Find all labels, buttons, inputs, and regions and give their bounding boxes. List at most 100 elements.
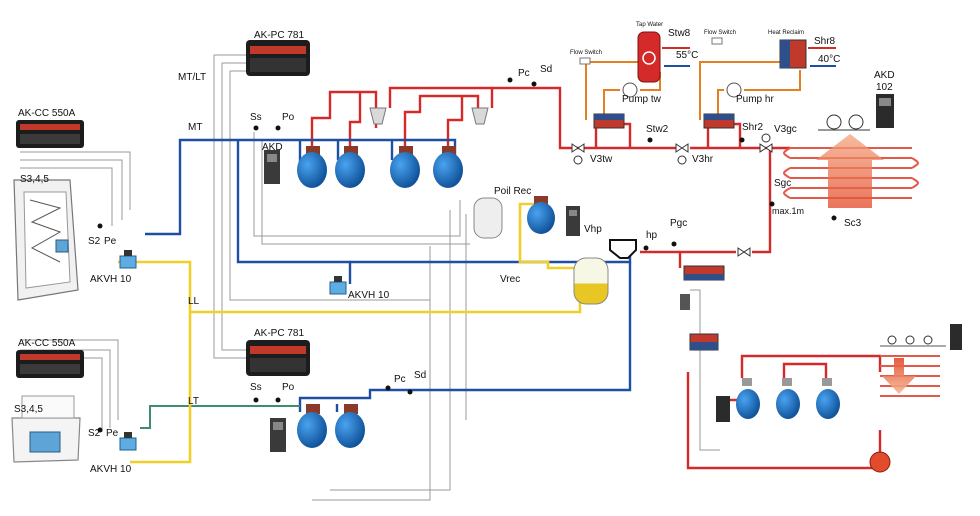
max-1m: max.1m: [772, 206, 804, 216]
water-loops: [585, 61, 801, 120]
lt-display-case: [11, 395, 81, 463]
pump-tw: Pump tw: [622, 94, 662, 105]
flow-switch-2: Flow Switch: [704, 30, 736, 36]
po-top: Po: [282, 112, 295, 123]
s2-bottom: S2: [88, 428, 101, 439]
poil-rec: Poil Rec: [494, 186, 531, 197]
sgc: Sgc: [774, 178, 791, 189]
vhp: Vhp: [584, 224, 602, 235]
pe-bottom: Pe: [106, 428, 119, 439]
ak-pc-bottom-label: AK-PC 781: [254, 328, 304, 339]
pc-bottom: Pc: [394, 374, 406, 385]
oil-separator-2: [471, 107, 489, 125]
v3tw: V3tw: [590, 154, 613, 165]
control-wiring: [20, 54, 720, 501]
hr-heat-exchanger: [703, 113, 735, 129]
ak-cc-controller-top: [16, 120, 84, 148]
flash-valve: [609, 239, 637, 259]
liquid-receiver-small: [869, 451, 891, 473]
s2-top: S2: [88, 236, 101, 247]
line-lt: LT: [188, 396, 199, 407]
liquid-receiver: [573, 257, 609, 305]
sd-bottom: Sd: [414, 370, 426, 381]
pc-top: Pc: [518, 68, 530, 79]
akd-drive-right: [876, 94, 894, 128]
valves: [571, 133, 773, 257]
sd-top: Sd: [540, 64, 552, 75]
akvh-valve-mid: [329, 276, 347, 295]
small-heat-exchanger: [689, 333, 719, 351]
ak-cc-bottom-label: AK-CC 550A: [18, 338, 76, 349]
water-arrows: [662, 47, 836, 67]
oil-receiver: [473, 197, 503, 239]
akd-right-label: AKD: [874, 70, 895, 81]
ak-pc-top-label: AK-PC 781: [254, 30, 304, 41]
small-evaporator: [880, 324, 962, 397]
pump-hr: Pump hr: [736, 94, 774, 105]
line-mt-lt: MT/LT: [178, 72, 206, 83]
lt-suction-lines: [140, 405, 300, 429]
akd-drive-left: [264, 150, 280, 184]
small-compressor-3: [816, 378, 840, 419]
ak-pc-controller-bottom: [246, 340, 310, 376]
line-mt: MT: [188, 122, 202, 133]
ak-cc-top-label: AK-CC 550A: [18, 108, 76, 119]
lt-compressor-2: [335, 404, 365, 448]
mt-compressor-4: [433, 146, 463, 188]
akvh-mid: AKVH 10: [348, 290, 390, 301]
temp-tw: 55°C: [676, 50, 698, 61]
gas-cooler: [783, 114, 919, 208]
hp: hp: [646, 230, 658, 241]
labels: AK-PC 781 AK-PC 781 AK-CC 550A AK-CC 550…: [14, 22, 895, 475]
vrec: Vrec: [500, 274, 520, 285]
akd-right-number: 102: [876, 82, 893, 93]
akd-drive-mid: [566, 206, 580, 236]
akvh-bottom: AKVH 10: [90, 464, 132, 475]
oil-separator-1: [369, 107, 387, 125]
mt-display-case: [13, 179, 79, 301]
pe-top: Pe: [104, 236, 117, 247]
sensor-markers: [97, 77, 837, 433]
mt-compressor-3: [390, 146, 420, 188]
heat-reclaim: Heat Reclaim: [768, 30, 804, 36]
tap-water: Tap Water: [636, 22, 663, 28]
ss-top: Ss: [250, 112, 262, 123]
v3gc: V3gc: [774, 124, 797, 135]
po-bottom: Po: [282, 382, 295, 393]
akvh-valve-top: [119, 250, 137, 269]
small-compressor-2: [776, 378, 800, 419]
akd-drive-small: [680, 294, 730, 422]
mt-compressor-1: [297, 146, 327, 188]
ak-cc-controller-bottom: [16, 350, 84, 378]
stw8: Stw8: [668, 28, 691, 39]
tap-water-tank: [637, 31, 661, 83]
vhp-compressor: [527, 196, 555, 234]
line-ll: LL: [188, 296, 200, 307]
s345-bottom: S3,4,5: [14, 404, 43, 415]
akvh-top: AKVH 10: [90, 274, 132, 285]
pgc: Pgc: [670, 218, 687, 229]
suction-lines: [145, 138, 632, 412]
akd-left-label: AKD: [262, 142, 283, 153]
stw2: Stw2: [646, 124, 669, 135]
small-compressor-1: [736, 378, 760, 419]
heat-reclaim-hx: [779, 39, 807, 69]
v3hr: V3hr: [692, 154, 714, 165]
shr2: Shr2: [742, 122, 764, 133]
flow-switches: [579, 37, 723, 65]
lt-compressor-1: [297, 404, 327, 448]
flow-switch-1: Flow Switch: [570, 50, 602, 56]
mt-compressor-2: [335, 146, 365, 188]
temp-hr: 40°C: [818, 54, 840, 65]
ihx-heat-exchanger: [683, 265, 725, 281]
pumps: [622, 82, 742, 98]
shr8: Shr8: [814, 36, 836, 47]
akd-drive-lt: [270, 418, 286, 452]
s345-top: S3,4,5: [20, 174, 49, 185]
akvh-valve-bottom: [119, 432, 137, 451]
ss-bottom: Ss: [250, 382, 262, 393]
ak-pc-controller-top: [246, 40, 310, 76]
sc3: Sc3: [844, 218, 862, 229]
tw-heat-exchanger: [593, 113, 625, 129]
